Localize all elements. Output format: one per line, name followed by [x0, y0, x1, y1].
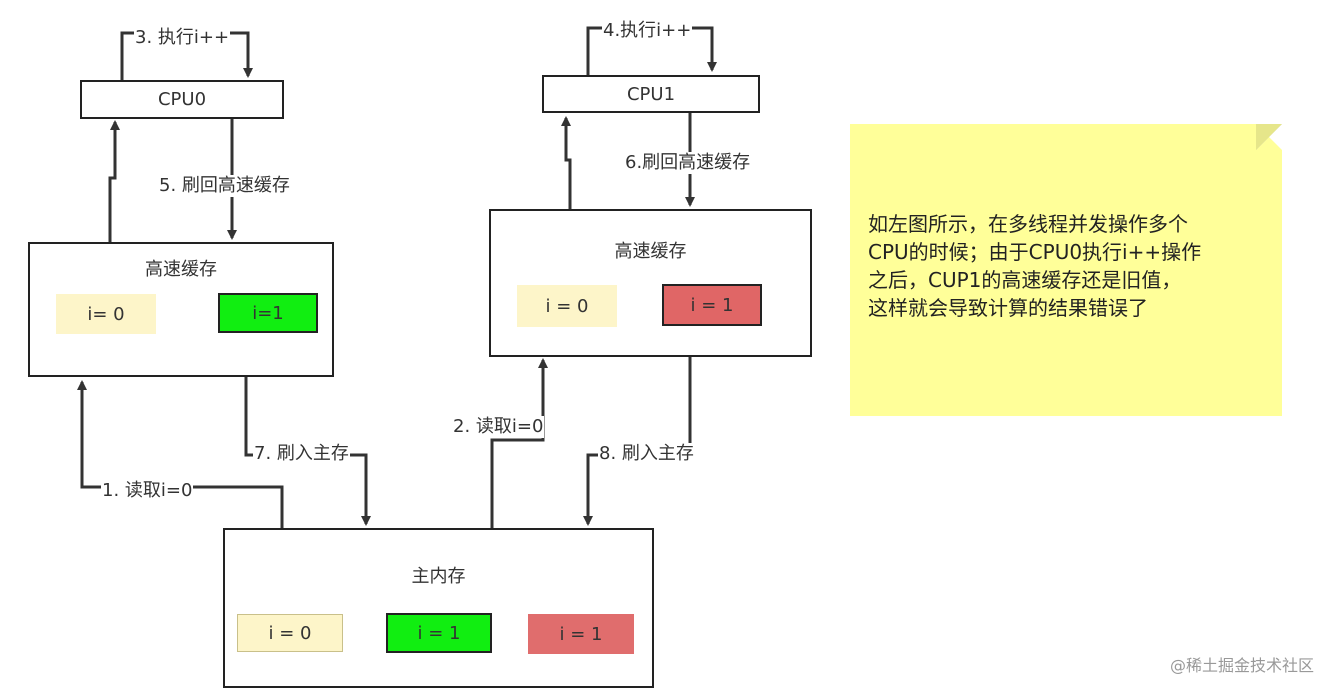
- cache1-old-value: i = 0: [517, 285, 617, 327]
- step2-label: 2. 读取i=0: [452, 416, 545, 438]
- cpu1-box: CPU1: [542, 75, 760, 113]
- cache0-title: 高速缓存: [145, 259, 217, 280]
- arrow-step8: [583, 356, 692, 526]
- step8-label: 8. 刷入主存: [598, 443, 695, 465]
- main-memory-title: 主内存: [411, 566, 466, 587]
- step7-label: 7. 刷入主存: [253, 443, 350, 465]
- note-text: 如左图所示，在多线程并发操作多个 CPU的时候；由于CPU0执行i++操作 之后…: [868, 210, 1268, 322]
- main-memory-value-2: i = 1: [386, 613, 492, 653]
- cache1-new-value: i = 1: [662, 284, 762, 326]
- cache0-new-value: i=1: [218, 293, 318, 333]
- step1-label: 1. 读取i=0: [101, 480, 194, 502]
- watermark: @稀土掘金技术社区: [1169, 656, 1314, 675]
- arrow-cache0-to-cpu0: [108, 120, 120, 242]
- step3-label: 3. 执行i++: [134, 27, 231, 49]
- explanation-note: 如左图所示，在多线程并发操作多个 CPU的时候；由于CPU0执行i++操作 之后…: [850, 124, 1282, 416]
- note-line: 之后，CUP1的高速缓存还是旧值，: [868, 268, 1182, 292]
- note-fold: [1256, 124, 1282, 150]
- cache1-box: 高速缓存 i = 0 i = 1: [489, 209, 812, 357]
- cache0-box: 高速缓存 i= 0 i=1: [28, 242, 334, 377]
- main-memory-box: 主内存 i = 0 i = 1 i = 1: [223, 528, 654, 688]
- cpu1-label: CPU1: [626, 83, 676, 105]
- arrow-cache1-to-cpu1: [561, 116, 572, 210]
- step6-label: 6.刷回高速缓存: [624, 152, 752, 174]
- main-memory-value-3: i = 1: [528, 614, 634, 654]
- main-memory-value-1: i = 0: [237, 614, 343, 652]
- note-line: CPU的时候；由于CPU0执行i++操作: [868, 240, 1202, 264]
- note-line: 如左图所示，在多线程并发操作多个: [868, 212, 1188, 236]
- cache0-old-value: i= 0: [56, 294, 156, 334]
- cpu0-box: CPU0: [80, 80, 284, 119]
- cpu0-label: CPU0: [157, 89, 207, 110]
- note-line: 这样就会导致计算的结果错误了: [868, 296, 1148, 320]
- step4-label: 4.执行i++: [602, 20, 693, 42]
- arrow-step2: [490, 358, 548, 528]
- cache1-title: 高速缓存: [614, 241, 687, 262]
- step5-label: 5. 刷回高速缓存: [158, 175, 291, 197]
